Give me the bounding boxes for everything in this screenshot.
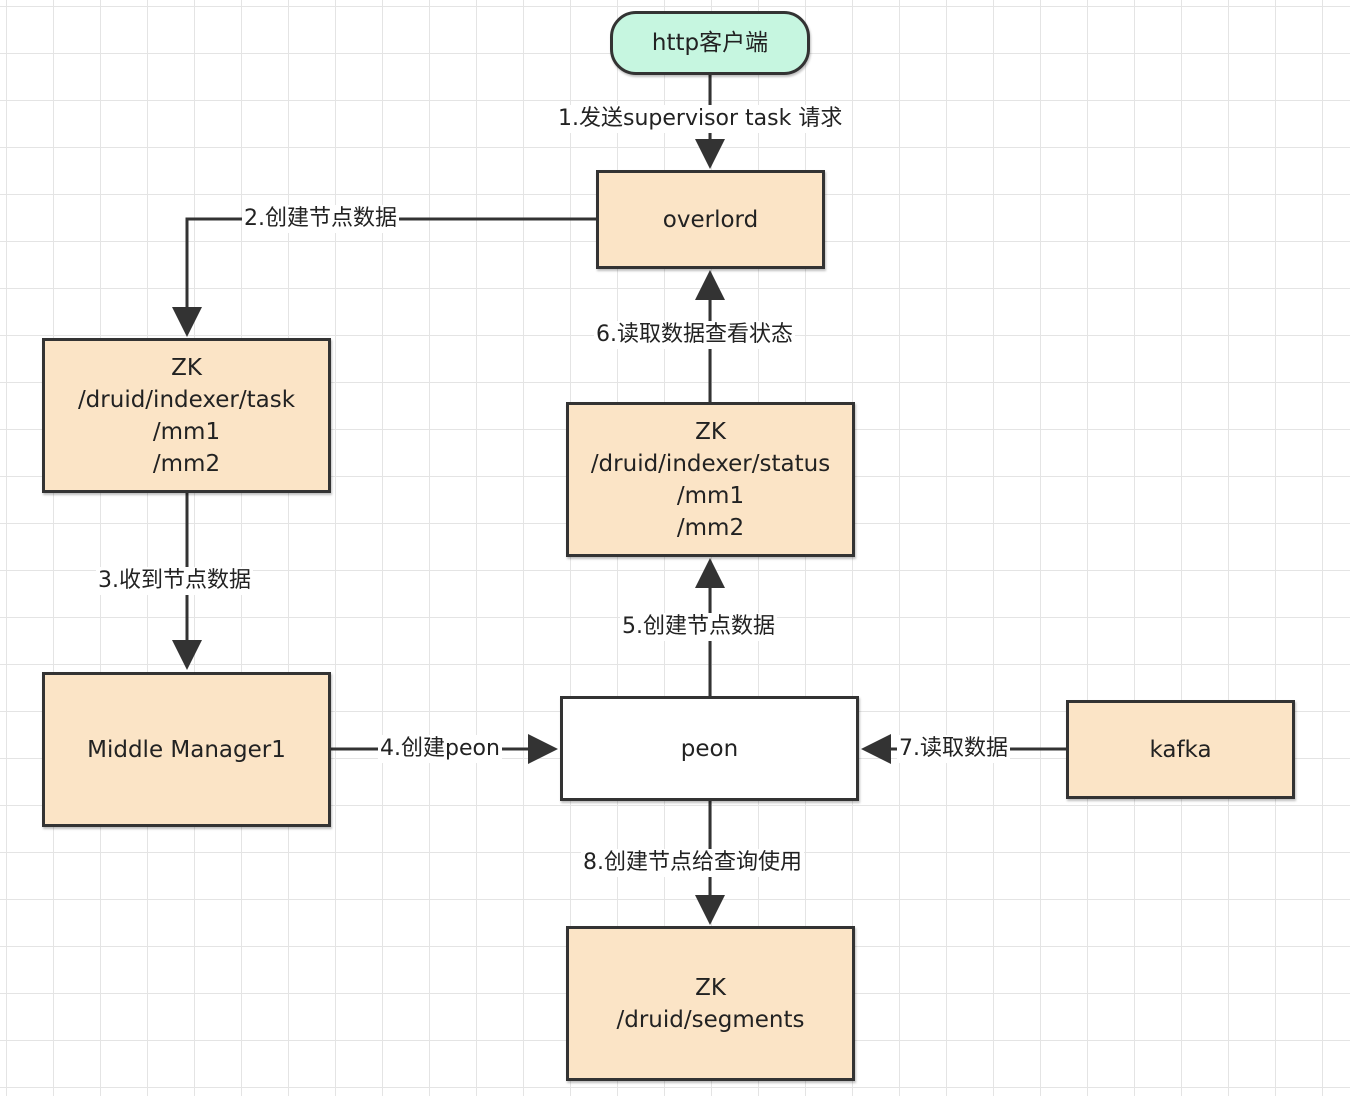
node-line: kafka [1149, 736, 1212, 763]
edge-1-label: 1.发送supervisor task 请求 [556, 105, 845, 133]
node-line: Middle Manager1 [87, 736, 286, 763]
overlord-node[interactable]: overlord [596, 170, 825, 269]
zk-task-node[interactable]: ZK /druid/indexer/task /mm1 /mm2 [42, 338, 331, 493]
node-line: http客户端 [651, 30, 769, 56]
node-line: /mm2 [152, 450, 221, 477]
edge-8-label: 8.创建节点给查询使用 [581, 849, 804, 877]
peon-node[interactable]: peon [560, 696, 859, 801]
edge-6-label: 6.读取数据查看状态 [594, 321, 795, 349]
http-client-node[interactable]: http客户端 [610, 11, 810, 75]
node-line: /mm1 [152, 418, 221, 445]
node-line: peon [680, 735, 739, 762]
edge-5-label: 5.创建节点数据 [620, 613, 777, 641]
edge-2-label: 2.创建节点数据 [242, 205, 399, 233]
node-line: ZK [695, 974, 726, 1001]
edge-4-label: 4.创建peon [378, 735, 502, 763]
edge-3-label: 3.收到节点数据 [96, 567, 253, 595]
edge-2-line [172, 217, 596, 337]
zk-segments-node[interactable]: ZK /druid/segments [566, 926, 855, 1081]
node-line: ZK [695, 418, 726, 445]
node-line: ZK [171, 354, 202, 381]
node-line: /mm1 [676, 482, 745, 509]
zk-status-node[interactable]: ZK /druid/indexer/status /mm1 /mm2 [566, 402, 855, 557]
node-line: /druid/segments [616, 1006, 805, 1033]
edge-7-label: 7.读取数据 [897, 735, 1010, 763]
node-line: /druid/indexer/task [77, 386, 296, 413]
node-line: overlord [662, 206, 759, 233]
kafka-node[interactable]: kafka [1066, 700, 1295, 799]
node-line: /mm2 [676, 514, 745, 541]
node-line: /druid/indexer/status [590, 450, 831, 477]
middle-manager-node[interactable]: Middle Manager1 [42, 672, 331, 827]
